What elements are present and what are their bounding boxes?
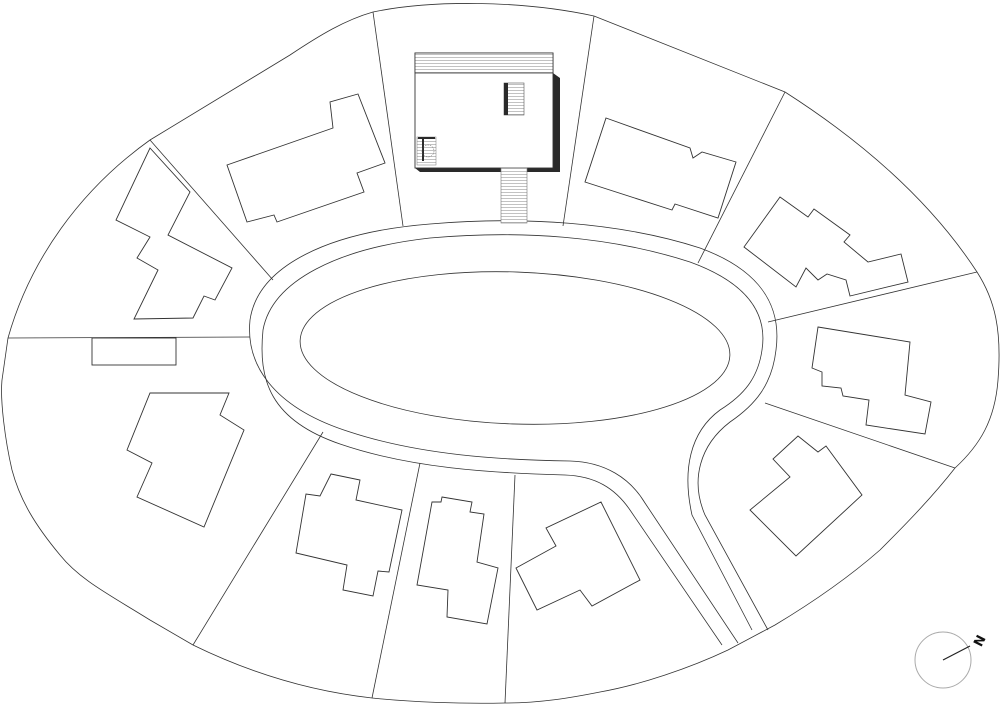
entry-walkway bbox=[500, 167, 528, 224]
house bbox=[115, 147, 233, 320]
house bbox=[126, 392, 245, 528]
site-boundary bbox=[1, 3, 1000, 704]
houses bbox=[91, 93, 932, 625]
road bbox=[249, 220, 778, 646]
house bbox=[226, 93, 386, 223]
house bbox=[416, 496, 499, 625]
compass-needle bbox=[942, 645, 971, 661]
road-inner-edge bbox=[261, 234, 764, 646]
house bbox=[295, 473, 403, 597]
shed bbox=[91, 337, 177, 366]
central-island bbox=[299, 271, 731, 425]
house bbox=[749, 435, 863, 557]
house bbox=[584, 117, 737, 219]
spiral-stair bbox=[416, 136, 437, 166]
compass-circle bbox=[914, 631, 972, 689]
road-outer-edge bbox=[249, 220, 778, 644]
featured-building bbox=[414, 52, 560, 224]
north-label: N bbox=[971, 633, 989, 650]
north-arrow: N bbox=[914, 631, 990, 689]
house bbox=[811, 326, 932, 435]
lot-lines bbox=[7, 11, 978, 704]
house bbox=[515, 501, 641, 611]
house bbox=[743, 196, 909, 297]
roof-terrace bbox=[414, 52, 554, 74]
stairwell-wall bbox=[504, 83, 508, 115]
